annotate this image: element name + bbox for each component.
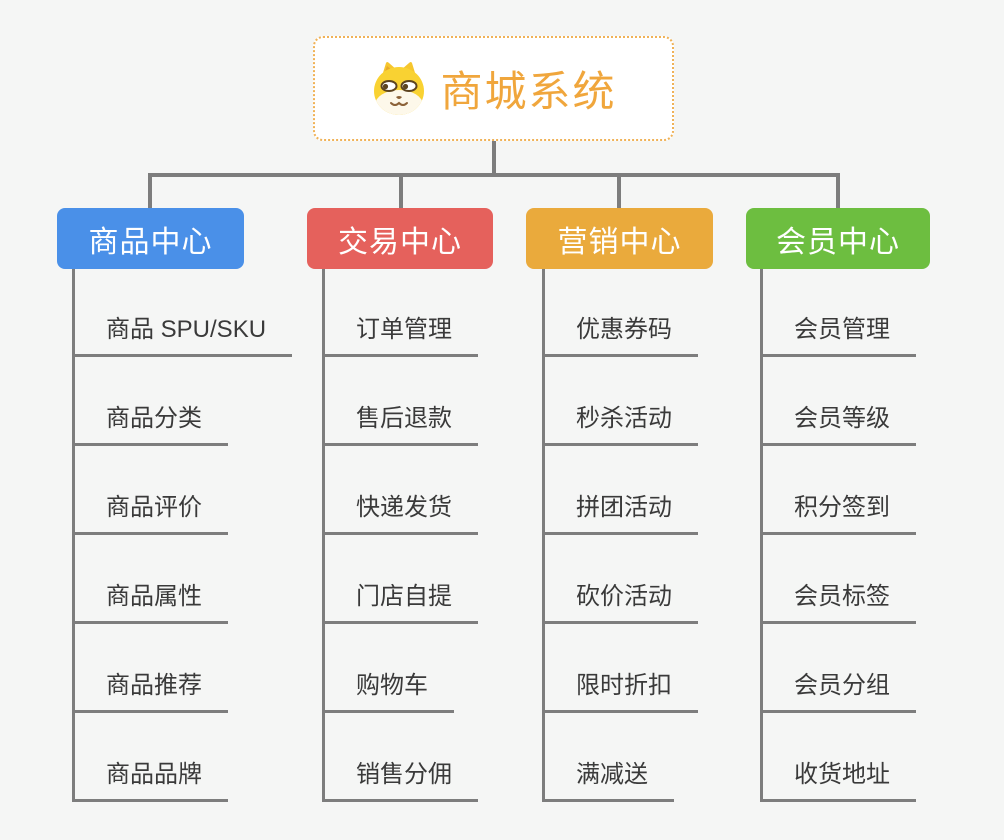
branch-trunk-line [322,269,325,802]
leaf-node[interactable]: 门店自提 [322,581,478,624]
leaf-node[interactable]: 商品 SPU/SKU [72,314,293,357]
branch-trunk-line [760,269,763,802]
leaf-node[interactable]: 秒杀活动 [542,403,698,446]
branch-connector-drop [148,173,152,209]
leaf-node[interactable]: 砍价活动 [542,581,698,624]
branch-marketing-center[interactable]: 营销中心 [526,208,713,269]
leaf-node[interactable]: 订单管理 [322,314,478,357]
leaf-node[interactable]: 积分签到 [760,492,916,535]
branch-label: 营销中心 [557,225,682,259]
leaf-node[interactable]: 优惠券码 [542,314,698,357]
leaf-node[interactable]: 收货地址 [760,759,916,802]
branch-product-center[interactable]: 商品中心 [57,208,244,269]
branch-trade-center[interactable]: 交易中心 [307,208,493,269]
leaf-node[interactable]: 商品分类 [72,403,228,446]
branch-member-center[interactable]: 会员中心 [746,208,930,269]
root-title: 商城系统 [440,68,617,115]
branch-label: 商品中心 [88,225,213,259]
dog-mascot-icon [370,61,428,116]
leaf-node[interactable]: 售后退款 [322,403,478,446]
leaf-node[interactable]: 商品评价 [72,492,228,535]
root-connector-stub [492,141,496,175]
branch-connector-drop [836,173,840,209]
leaf-node[interactable]: 限时折扣 [542,670,698,713]
branch-label: 会员中心 [776,225,900,259]
branch-connector-drop [399,173,403,209]
leaf-node[interactable]: 商品推荐 [72,670,228,713]
branch-trunk-line [72,269,75,802]
leaf-node[interactable]: 会员管理 [760,314,916,357]
branch-connector-horizontal [148,173,840,177]
leaf-node[interactable]: 会员分组 [760,670,916,713]
leaf-node[interactable]: 商品品牌 [72,759,228,802]
leaf-node[interactable]: 商品属性 [72,581,228,624]
branch-connector-drop [617,173,621,209]
leaf-node[interactable]: 满减送 [542,759,674,802]
leaf-node[interactable]: 拼团活动 [542,492,698,535]
branch-label: 交易中心 [338,225,462,259]
leaf-node[interactable]: 销售分佣 [322,759,478,802]
leaf-node[interactable]: 会员标签 [760,581,916,624]
root-node[interactable]: 商城系统 [313,36,674,141]
leaf-node[interactable]: 购物车 [322,670,454,713]
leaf-node[interactable]: 会员等级 [760,403,916,446]
branch-trunk-line [542,269,545,802]
leaf-node[interactable]: 快递发货 [322,492,478,535]
